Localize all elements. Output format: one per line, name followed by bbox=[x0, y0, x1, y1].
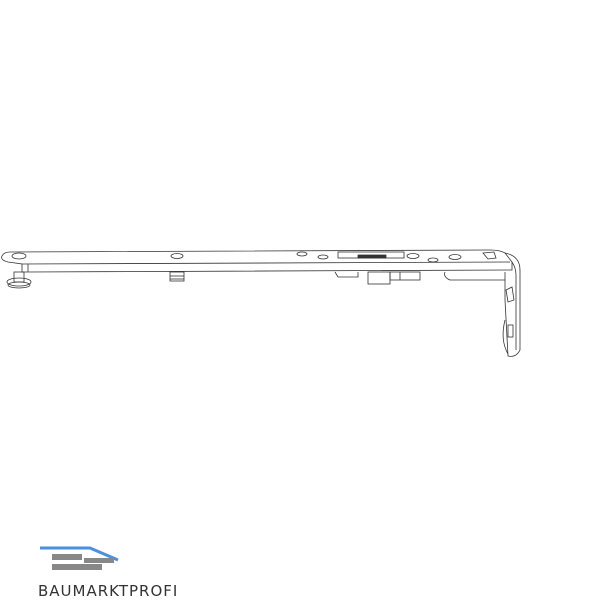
stay-arm-bar bbox=[1, 249, 513, 273]
bar-holes bbox=[296, 251, 497, 263]
left-pivot-pin bbox=[6, 252, 32, 289]
underside-blocks bbox=[334, 271, 506, 285]
right-bent-end bbox=[502, 252, 521, 357]
middle-stud bbox=[169, 253, 185, 282]
baumarktprofi-logo bbox=[40, 546, 119, 570]
brand-name: BAUMARKTPROFI bbox=[38, 582, 179, 600]
